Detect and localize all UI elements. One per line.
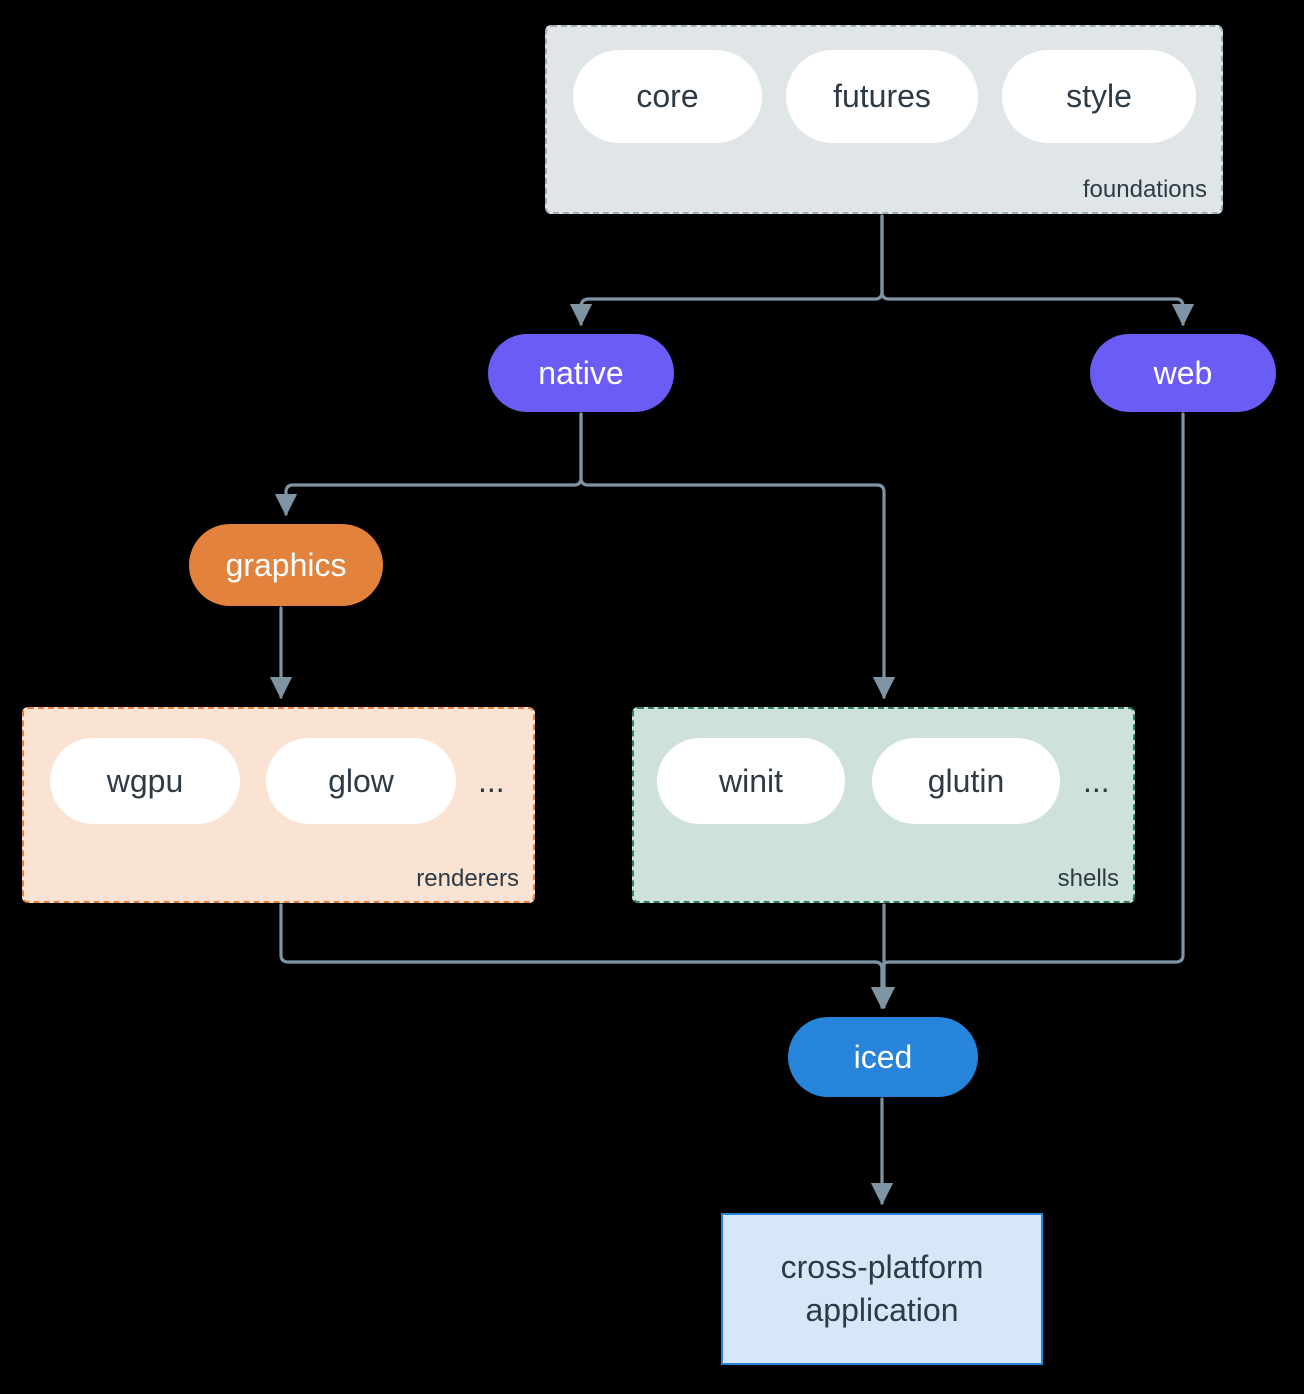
node-wgpu-label: wgpu bbox=[106, 762, 184, 799]
node-native-label: native bbox=[538, 354, 624, 391]
node-web[interactable]: web bbox=[1090, 334, 1276, 412]
node-style-label: style bbox=[1066, 78, 1132, 114]
edge-foundations-web bbox=[880, 214, 1195, 327]
node-native[interactable]: native bbox=[488, 334, 674, 412]
node-iced-label: iced bbox=[853, 1038, 913, 1075]
node-graphics-label: graphics bbox=[225, 546, 347, 583]
application-label-line1: cross-platform bbox=[780, 1248, 984, 1285]
node-core[interactable]: core bbox=[573, 50, 762, 143]
edge-foundations-native bbox=[569, 214, 884, 327]
node-winit-label: winit bbox=[718, 762, 783, 799]
node-winit[interactable]: winit bbox=[657, 738, 845, 824]
shells-ellipsis: ... bbox=[1083, 763, 1110, 799]
node-web-label: web bbox=[1153, 354, 1213, 391]
node-glow[interactable]: glow bbox=[266, 738, 456, 824]
edge-native-shells bbox=[579, 412, 896, 700]
node-glutin[interactable]: glutin bbox=[872, 738, 1060, 824]
renderers-ellipsis: ... bbox=[478, 763, 505, 799]
edge-native-graphics bbox=[274, 412, 583, 517]
cluster-foundations-label: foundations bbox=[1082, 176, 1207, 203]
application-label-line2: application bbox=[805, 1292, 959, 1328]
node-futures[interactable]: futures bbox=[786, 50, 978, 143]
cluster-shells-label: shells bbox=[1057, 865, 1119, 892]
node-futures-label: futures bbox=[833, 78, 931, 114]
node-glow-label: glow bbox=[328, 762, 394, 799]
node-graphics[interactable]: graphics bbox=[189, 524, 383, 606]
cluster-renderers-label: renderers bbox=[416, 865, 519, 892]
edge-renderers-iced bbox=[279, 903, 894, 1010]
node-cross-platform-application[interactable]: cross-platform application bbox=[721, 1213, 1043, 1365]
node-wgpu[interactable]: wgpu bbox=[50, 738, 240, 824]
node-core-label: core bbox=[636, 78, 699, 114]
node-style[interactable]: style bbox=[1002, 50, 1196, 143]
node-glutin-label: glutin bbox=[927, 762, 1005, 799]
node-iced[interactable]: iced bbox=[788, 1017, 978, 1097]
